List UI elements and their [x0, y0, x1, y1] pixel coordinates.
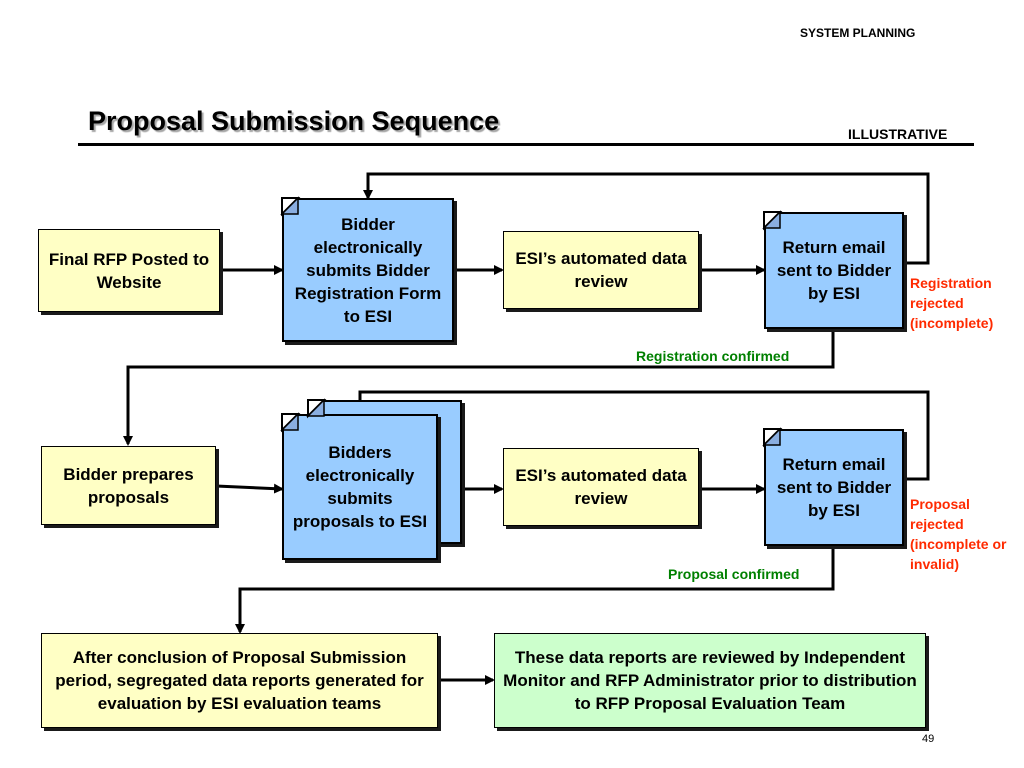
- proposals-submit-label: Bidders electronically submits proposals…: [292, 443, 428, 531]
- automated-review-box-2: ESI’s automated data review: [503, 448, 699, 526]
- proposals-submit-doc: Bidders electronically submits proposals…: [282, 414, 438, 560]
- loop-registration-rejected: [363, 172, 930, 265]
- bidder-prepares-box: Bidder prepares proposals: [41, 446, 216, 525]
- registration-rejected-label: Registration rejected (incomplete): [910, 275, 994, 331]
- registration-form-doc: Bidder electronically submits Bidder Reg…: [282, 198, 454, 342]
- registration-form-label: Bidder electronically submits Bidder Reg…: [294, 214, 442, 326]
- loop-proposal-rejected: [355, 390, 930, 481]
- arrow-prepare-to-submit: [215, 483, 284, 494]
- return-email-doc: Return email sent to Bidder by ESI: [764, 212, 904, 329]
- return-email-label-2: Return email sent to Bidder by ESI: [776, 455, 892, 520]
- path-registration-confirmed: [123, 329, 835, 446]
- page-title: Proposal Submission Sequence: [88, 106, 500, 136]
- segregated-reports-box: After conclusion of Proposal Submission …: [41, 633, 438, 728]
- return-email-doc-2: Return email sent to Bidder by ESI: [764, 429, 904, 546]
- path-proposal-confirmed: [235, 546, 835, 634]
- proposal-rejected-label: Proposal rejected (incomplete or invalid…: [910, 496, 1007, 572]
- page-number: 49: [922, 733, 935, 745]
- illustrative-label: ILLUSTRATIVE: [848, 126, 948, 142]
- section-header: SYSTEM PLANNING: [800, 26, 916, 40]
- return-email-label: Return email sent to Bidder by ESI: [776, 238, 892, 303]
- final-rfp-posted-box: Final RFP Posted to Website: [38, 229, 220, 312]
- reports-review-box: These data reports are reviewed by Indep…: [494, 633, 926, 728]
- automated-review-box: ESI’s automated data review: [503, 231, 699, 309]
- registration-confirmed-label: Registration confirmed: [636, 348, 790, 364]
- title-rule: [78, 143, 974, 146]
- proposal-confirmed-label: Proposal confirmed: [668, 566, 800, 582]
